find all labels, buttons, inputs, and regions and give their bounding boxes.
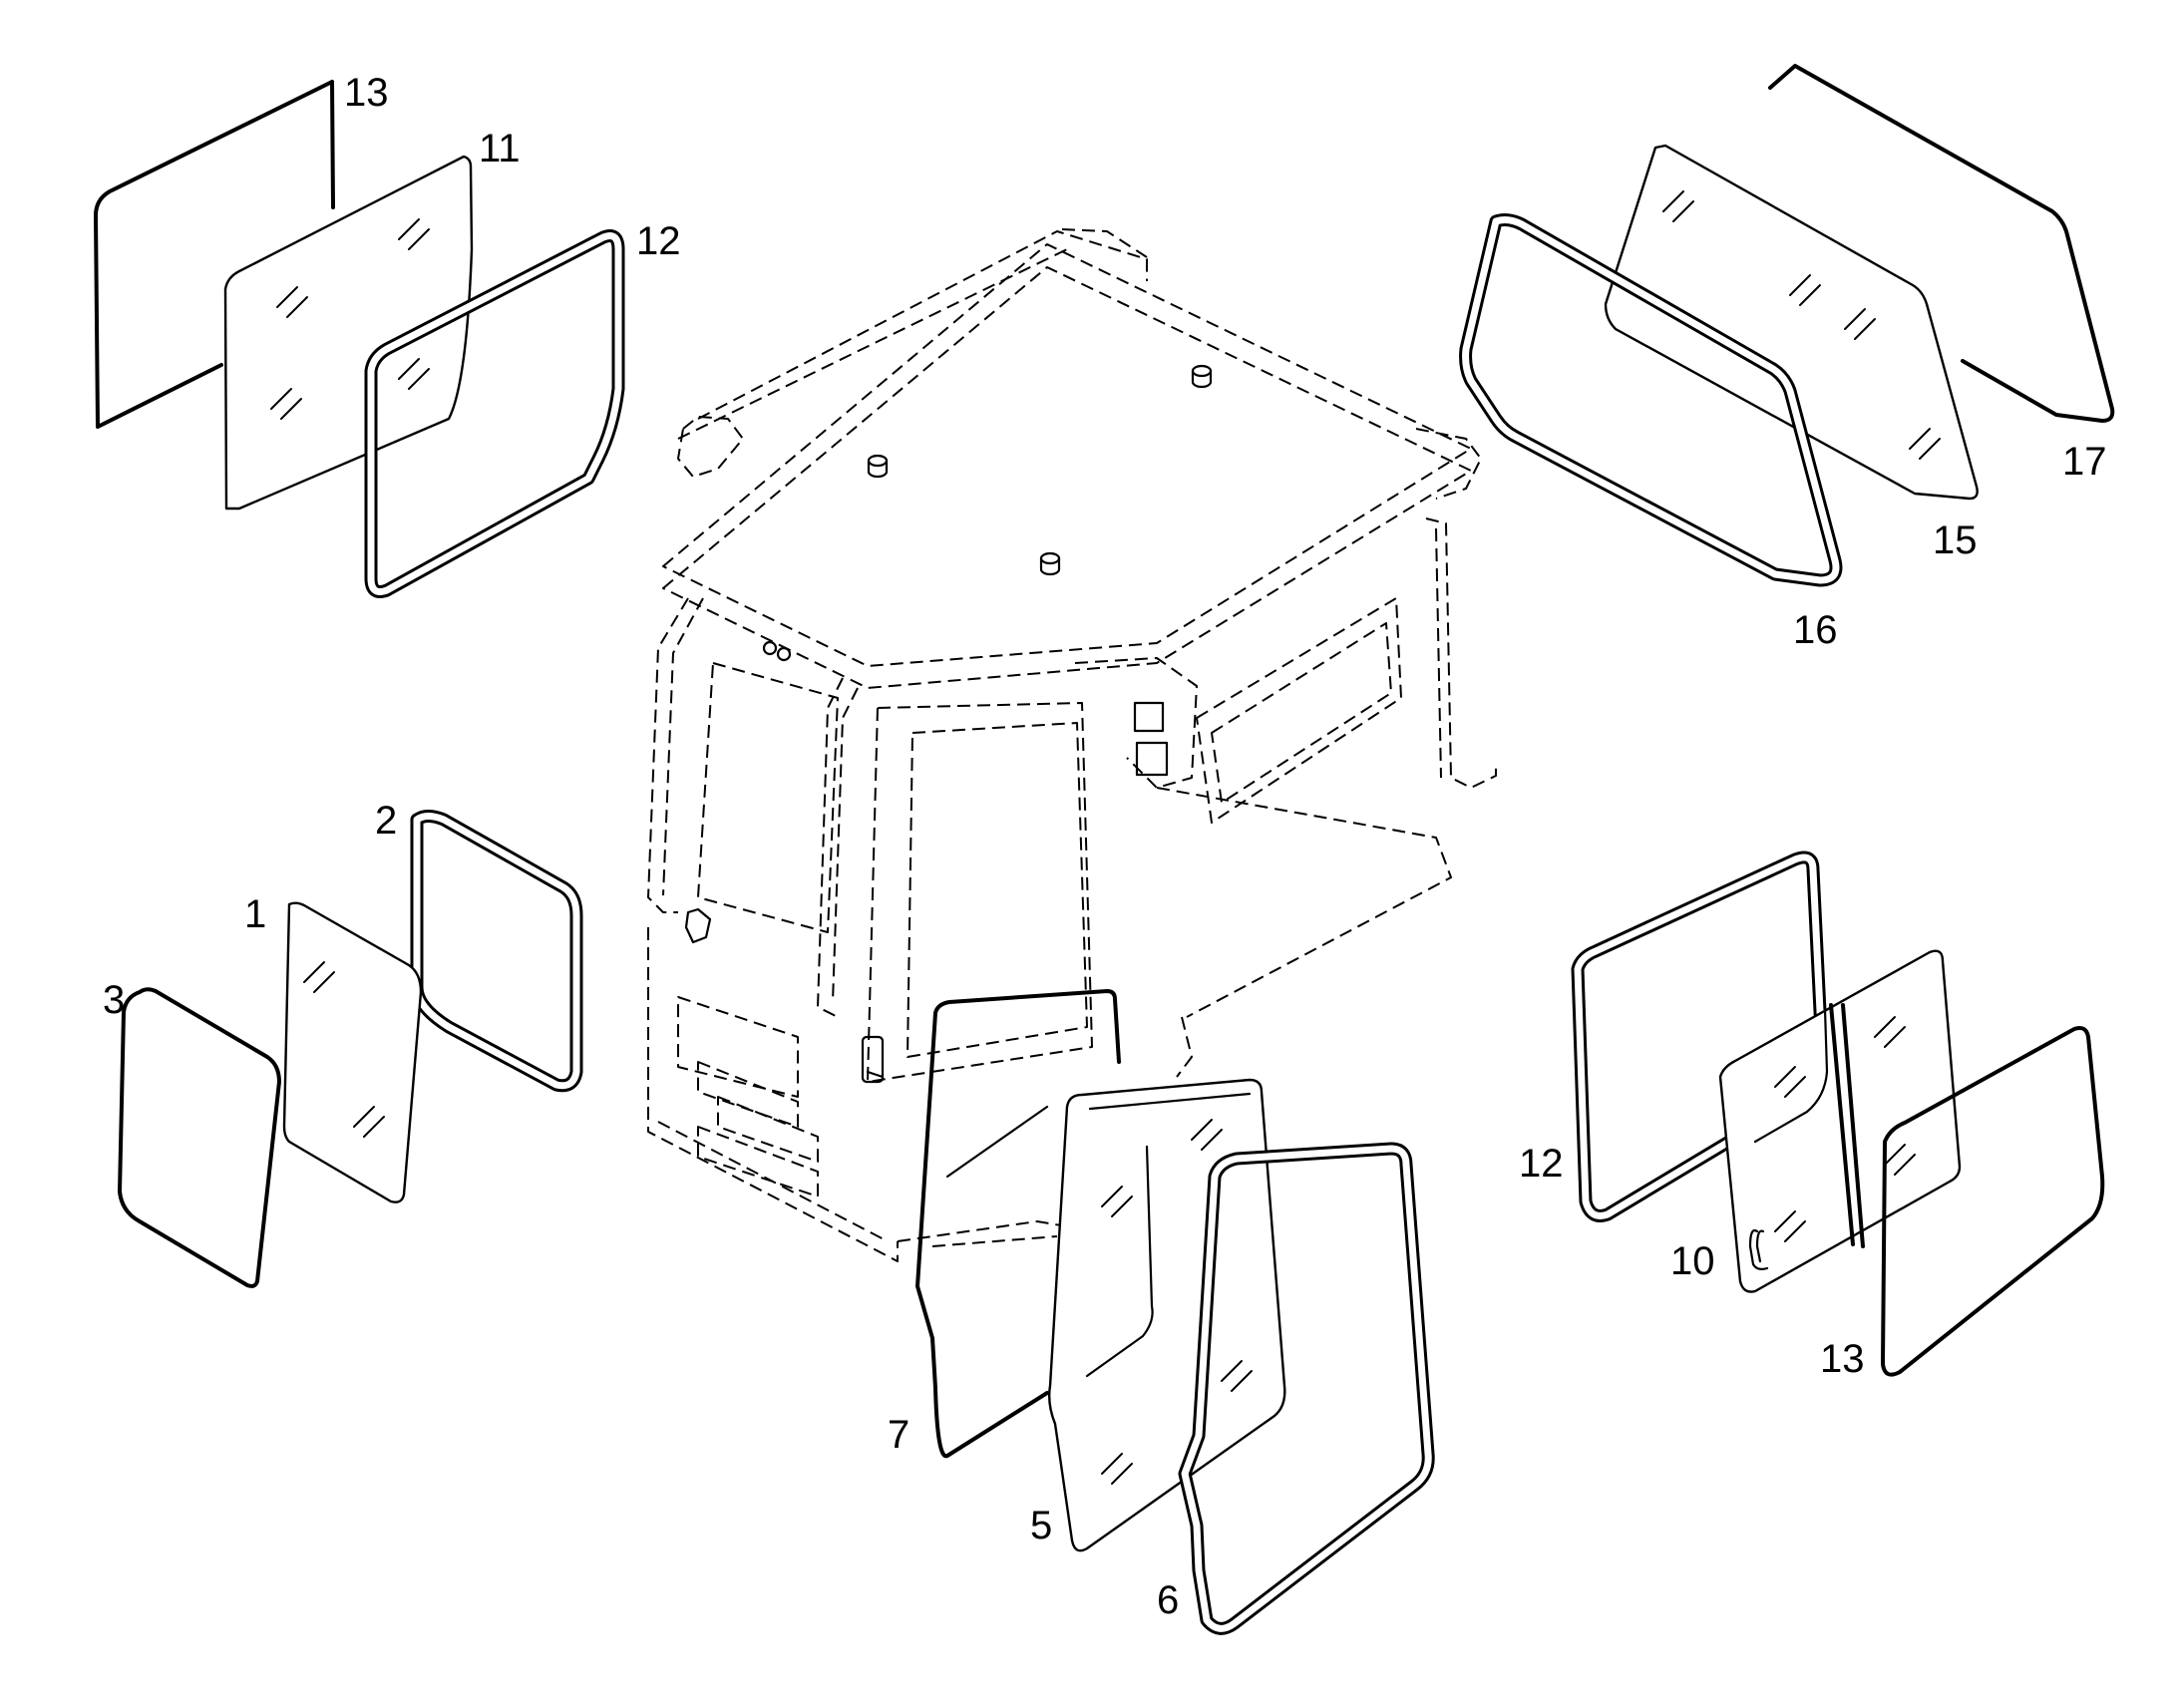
callout-10: 10: [1670, 1239, 1715, 1283]
callout-3: 3: [103, 978, 125, 1022]
part-16-top-right-seal: [1459, 213, 1843, 587]
part-7-door-cover: [915, 989, 1121, 1459]
part-6-door-seal: [1178, 1142, 1435, 1635]
part-13-top-left-cover: [94, 80, 335, 429]
callout-6: 6: [1157, 1578, 1179, 1622]
part-1-left-glass: [282, 901, 423, 1203]
callout-5: 5: [1030, 1504, 1052, 1547]
callout-7: 7: [888, 1413, 909, 1457]
part-13-right-cover: [1881, 1026, 2105, 1377]
part-17-top-right-cover: [1768, 64, 2115, 423]
part-10-right-glass: [1718, 949, 1962, 1293]
callout-12-right: 12: [1519, 1142, 1564, 1186]
callout-13-top-left: 13: [344, 71, 389, 115]
callout-15: 15: [1933, 518, 1978, 562]
callout-11: 11: [479, 127, 521, 171]
callout-17: 17: [2062, 440, 2107, 484]
callout-2: 2: [375, 799, 397, 843]
part-11-top-left-glass: [223, 155, 474, 511]
callout-1: 1: [244, 892, 266, 936]
cab-frame: [647, 228, 1497, 1262]
part-2-left-seal: [410, 810, 583, 1093]
callout-13-right: 13: [1820, 1337, 1865, 1381]
callout-labels: 13 11 12 17 15 16 2 1 3 12 10 13 7 5 6: [103, 71, 2107, 1622]
part-12-top-left-seal: [364, 229, 625, 598]
part-3-left-cover: [118, 987, 281, 1288]
part-15-top-right-glass: [1604, 144, 1979, 501]
part-5-door-glass: [1047, 1078, 1286, 1552]
callout-12-top-left: 12: [636, 219, 681, 263]
callout-16: 16: [1793, 608, 1838, 652]
